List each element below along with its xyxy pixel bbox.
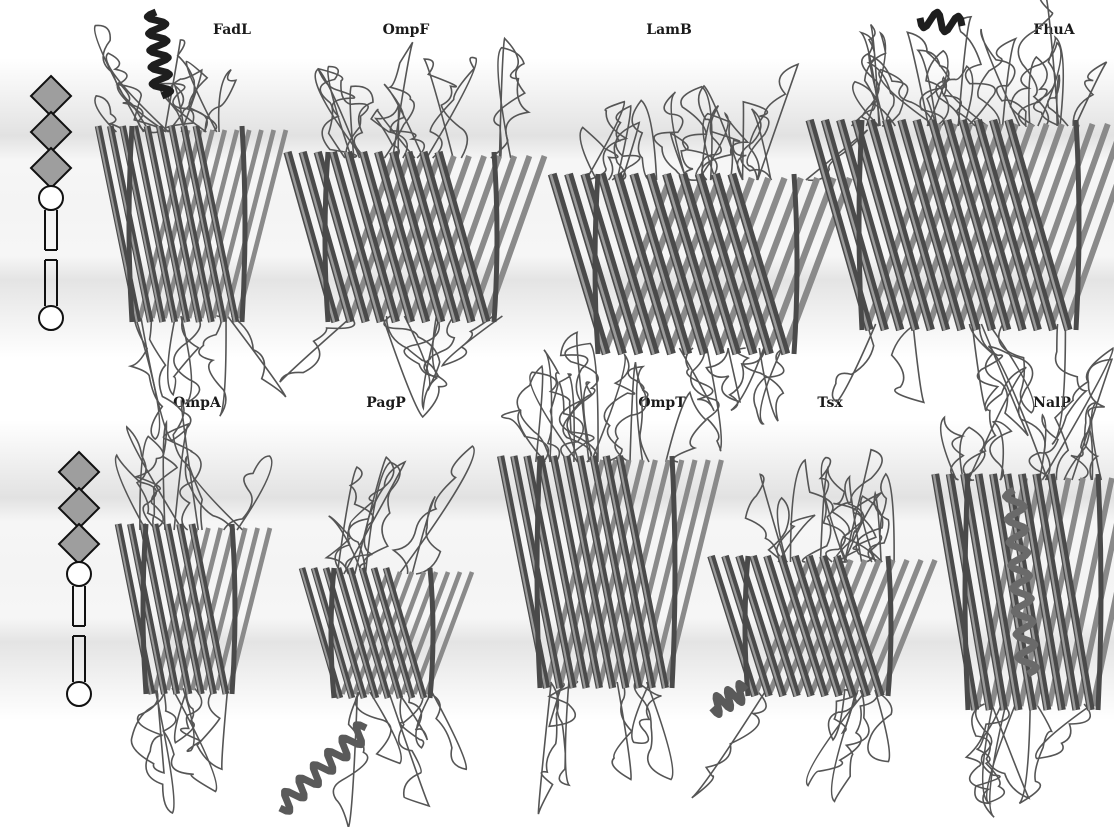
lipid-headgroup-circle xyxy=(39,186,63,210)
lipid-tail-lines xyxy=(45,210,57,306)
loop-segment xyxy=(538,682,558,814)
barrel-edge xyxy=(888,556,891,696)
protein-structure-fadl xyxy=(118,0,258,352)
beta-strand-back xyxy=(402,572,448,694)
protein-structure-lamb xyxy=(546,82,816,372)
loop-segment xyxy=(832,324,875,402)
lipid-sugar-diamond xyxy=(31,112,71,152)
beta-strand-highlight xyxy=(618,456,664,688)
loop-segment xyxy=(138,688,174,813)
loop-segment xyxy=(634,682,672,780)
barrel-edge xyxy=(794,174,797,354)
loop-segment xyxy=(769,498,789,562)
loop-segment xyxy=(746,474,786,562)
loop-segment xyxy=(632,100,656,180)
barrel-edge xyxy=(232,524,235,694)
beta-strand-back xyxy=(414,572,460,694)
barrel-edge xyxy=(430,568,433,698)
loop-segment xyxy=(892,324,924,402)
alpha-helix xyxy=(920,12,962,32)
lipid-schematic-top xyxy=(28,74,74,336)
protein-label-pagp: PagP xyxy=(366,395,406,411)
lipid-tail-lines xyxy=(73,586,85,682)
lipid-sugar-diamond xyxy=(59,452,99,492)
barrel-edge xyxy=(242,126,245,322)
loop-segment xyxy=(360,462,400,574)
protein-structure-ompt xyxy=(520,376,700,712)
alpha-helix xyxy=(712,684,746,715)
barrel-edge xyxy=(494,152,497,322)
lipid-sugar-diamond xyxy=(31,76,71,116)
loop-segment xyxy=(426,692,467,769)
loop-segment xyxy=(371,109,415,158)
loop-segment xyxy=(580,127,618,180)
loop-segment xyxy=(612,682,632,780)
loop-segment xyxy=(989,324,1034,413)
barrel-edge xyxy=(1076,120,1079,330)
protein-label-tsx: Tsx xyxy=(817,395,842,411)
protein-structure-nalp xyxy=(948,434,1114,726)
loop-segment xyxy=(988,346,1050,480)
loop-segment xyxy=(557,681,578,785)
loop-segment xyxy=(205,70,236,132)
loop-segment xyxy=(614,106,630,180)
protein-label-lamb: LamB xyxy=(646,22,692,38)
loop-segment xyxy=(559,374,583,462)
lipid-sugar-diamond xyxy=(59,524,99,564)
protein-structure-tsx xyxy=(704,484,914,716)
lipid-headgroup-circle xyxy=(67,682,91,706)
beta-strand-back xyxy=(213,130,261,318)
protein-structure-ompf xyxy=(314,100,544,332)
loop-segment xyxy=(671,133,693,180)
loop-segment xyxy=(1036,704,1093,759)
protein-structure-pagp xyxy=(270,478,470,822)
loop-segment xyxy=(185,457,242,530)
barrel-edge xyxy=(672,456,675,688)
protein-structure-fhua xyxy=(822,10,1092,362)
protein-structure-ompa xyxy=(98,428,278,712)
loop-segment xyxy=(116,455,157,530)
lipid-sugar-diamond xyxy=(59,488,99,528)
loop-segment xyxy=(666,392,706,462)
protein-label-ompf: OmpF xyxy=(383,22,430,38)
alpha-helix xyxy=(280,725,366,812)
barrel-edge xyxy=(859,120,862,330)
lipid-headgroup-circle xyxy=(67,562,91,586)
lipid-schematic-bottom xyxy=(56,450,102,712)
beta-strand-back xyxy=(390,572,436,694)
lipid-sugar-diamond xyxy=(31,148,71,188)
loop-segment xyxy=(868,690,892,762)
barrel-edge xyxy=(1098,474,1101,710)
lipid-headgroup-circle xyxy=(39,306,63,330)
